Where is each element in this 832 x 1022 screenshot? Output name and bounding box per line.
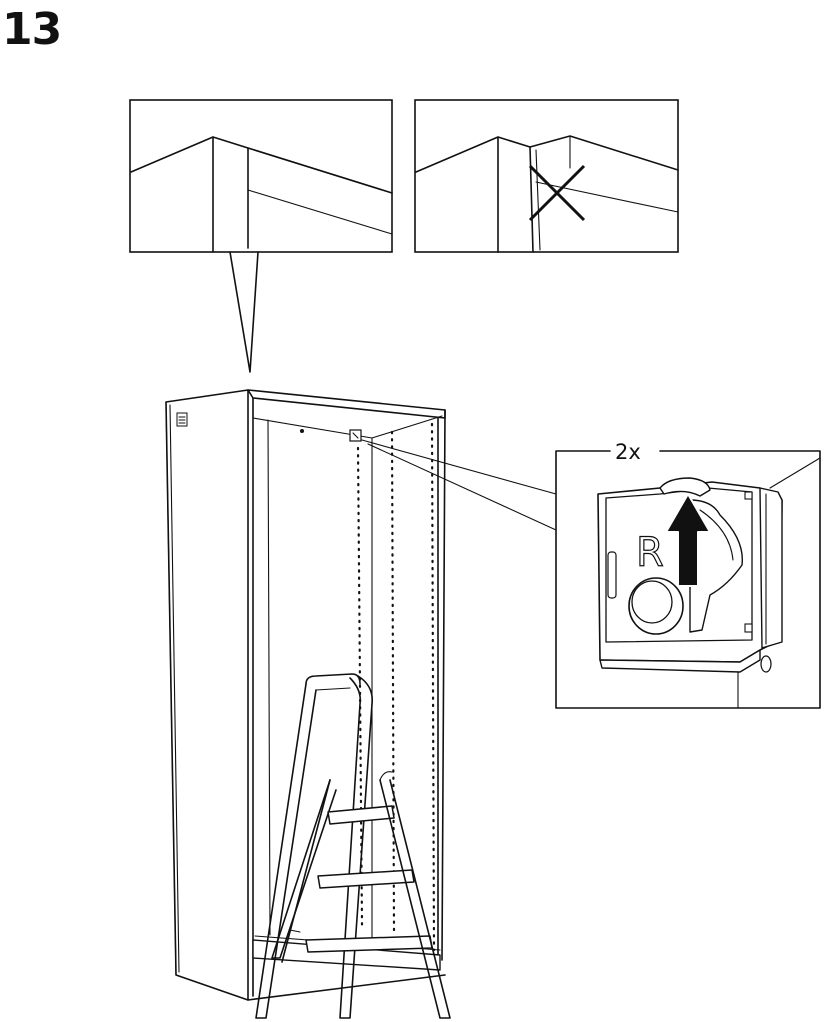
bracket-detail-panel: 2x R [556,440,820,708]
quantity-label: 2x [615,440,641,464]
bracket-marker [350,430,361,441]
incorrect-fit-panel [415,100,678,252]
correct-fit-panel [130,100,392,372]
cam-lock-knob [629,578,683,634]
part-sticker-icon [177,413,187,426]
side-letter: R [636,530,664,576]
wardrobe-frame [166,390,445,1000]
